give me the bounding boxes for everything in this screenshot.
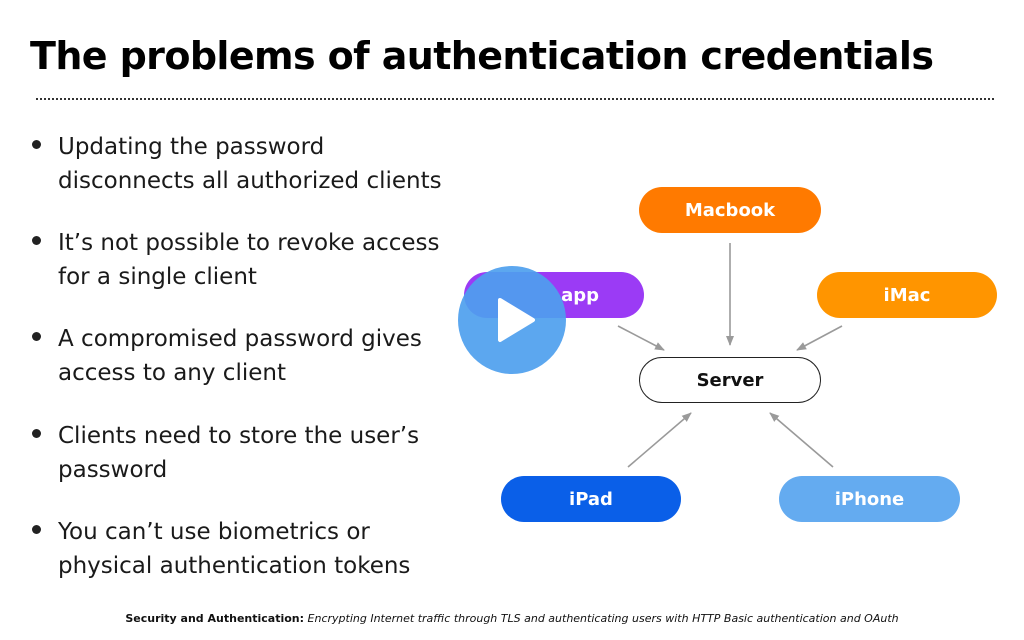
slide-title: The problems of authentication credentia… [30,34,934,78]
bullet-dot [32,140,41,149]
node-ipad: iPad [501,476,681,522]
bullet-text: Clients need to store the user’s passwor… [58,423,420,483]
arrow-ipad-server [627,412,692,468]
bullet-dot [32,525,41,534]
bullet-dot [32,429,41,438]
video-play-button[interactable] [458,266,566,374]
bullet-text: A compromised password gives access to a… [58,326,422,386]
slide-footer: Security and Authentication: Encrypting … [0,612,1024,625]
arrow-app-server [617,325,665,351]
node-macbook: Macbook [639,187,821,233]
bullet-dot [32,332,41,341]
play-icon [498,298,535,342]
arrow-iphone-server [769,412,834,468]
arrow-imac-server [796,325,843,351]
node-server: Server [639,357,821,403]
footer-course-subtitle: Encrypting Internet traffic through TLS … [307,612,899,625]
connector-arrows [617,243,843,468]
footer-course-name: Security and Authentication: [125,612,305,625]
node-imac: iMac [817,272,997,318]
bullet-dot [32,236,41,245]
bullet-text: You can’t use biometrics or physical aut… [58,519,411,579]
bullet-text: It’s not possible to revoke access for a… [58,230,440,290]
node-iphone: iPhone [779,476,960,522]
bullet-text: Updating the password disconnects all au… [58,134,442,194]
client-server-diagram: Macbook app iMac Server iPad iPhone [440,160,1024,540]
title-divider [36,98,994,100]
